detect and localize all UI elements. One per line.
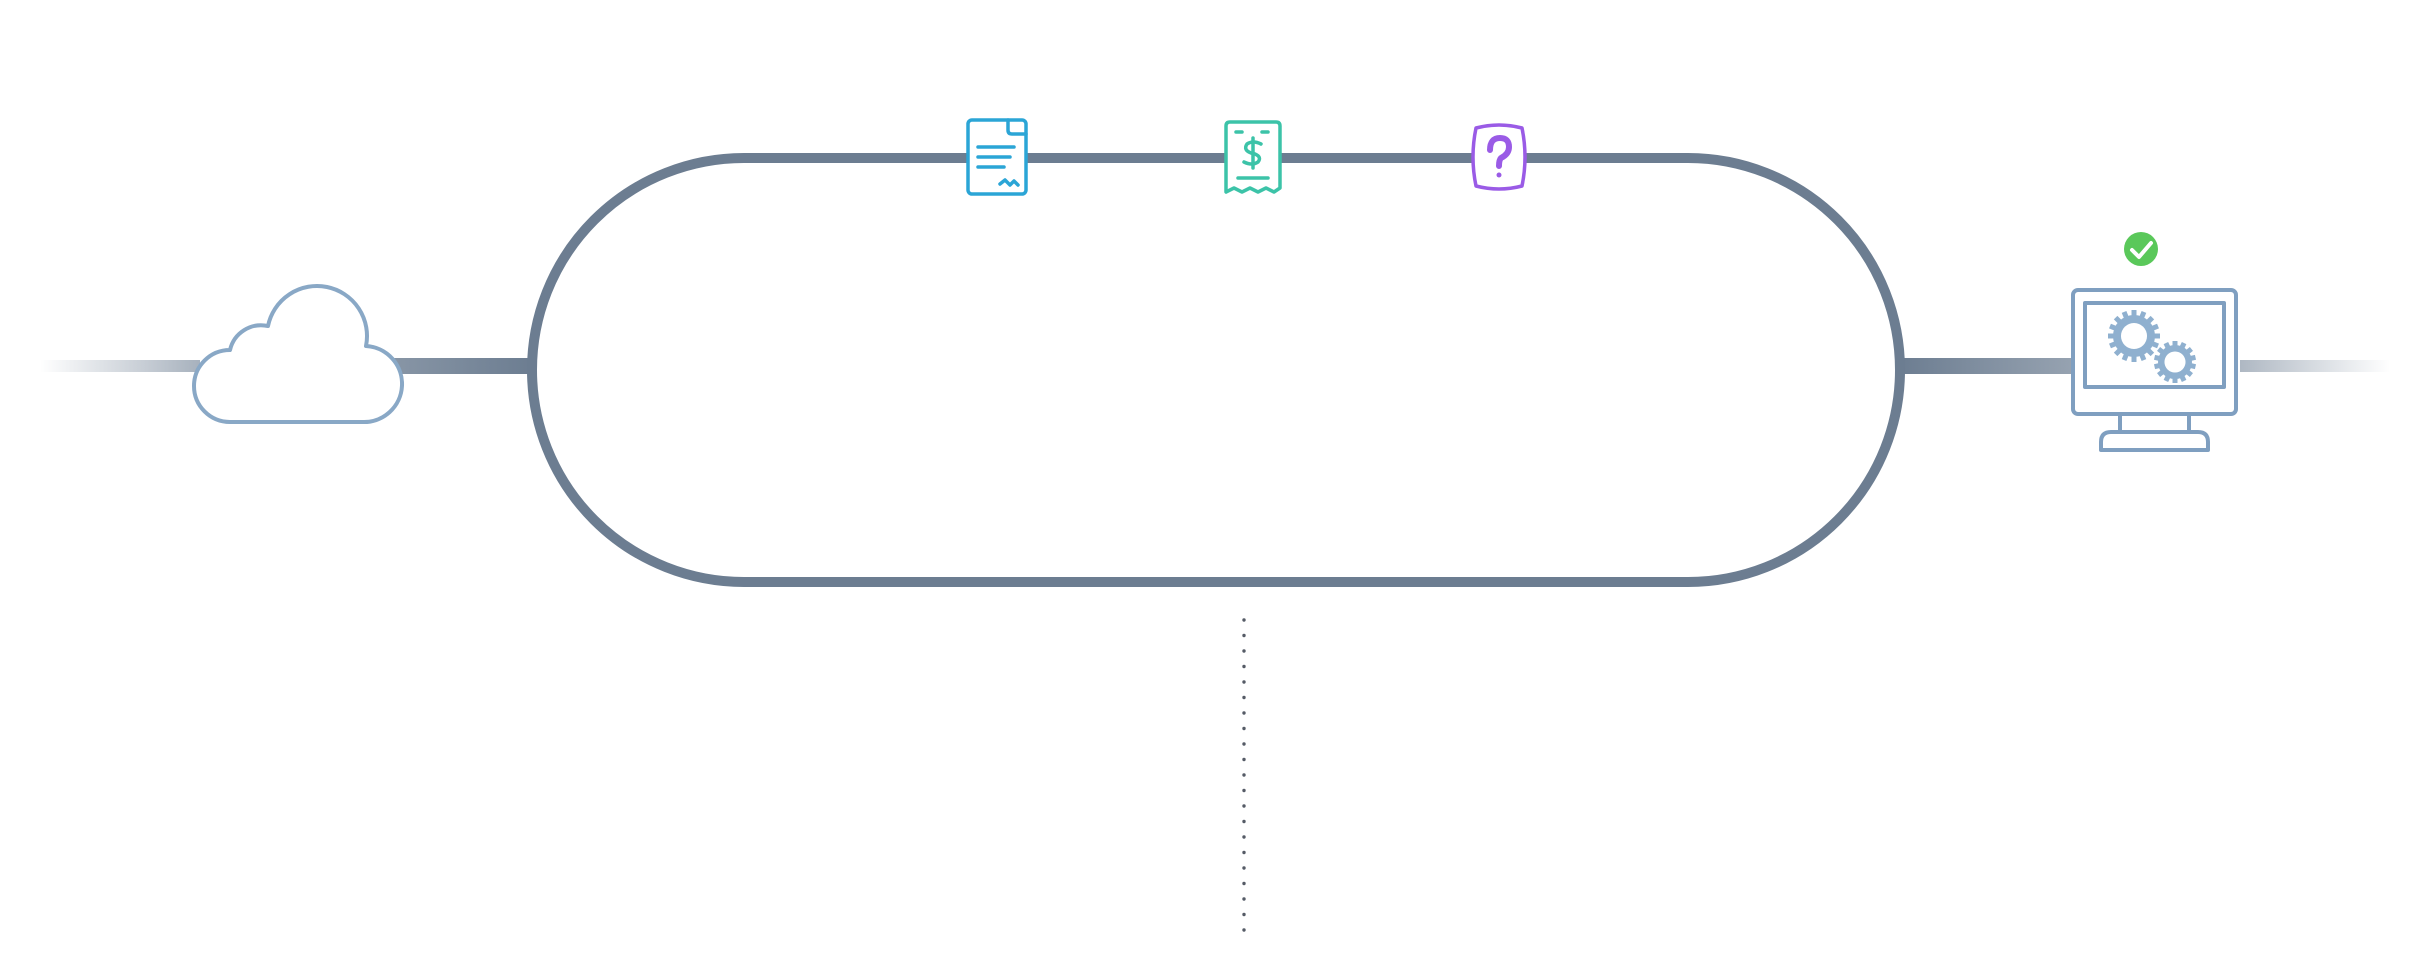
- right-connector: [1898, 358, 2080, 374]
- dot: [1242, 912, 1246, 917]
- dot: [1242, 804, 1246, 808]
- dot: [1242, 695, 1246, 700]
- small-gear-icon: [2153, 341, 2197, 383]
- gear-tooth: [2172, 341, 2178, 347]
- left-connector: [385, 358, 533, 374]
- dot: [1242, 649, 1246, 653]
- gear-hole: [2164, 351, 2186, 373]
- contract-document-icon: [966, 118, 1028, 196]
- dot: [1242, 788, 1246, 793]
- right-fade-line: [2240, 360, 2390, 372]
- left-fade-line: [40, 360, 200, 372]
- dot: [1242, 618, 1246, 622]
- dot: [1242, 850, 1246, 855]
- dotted-connector-line: [1242, 618, 1246, 932]
- gear-tooth: [2131, 310, 2137, 317]
- dollar-receipt-icon: [1224, 120, 1282, 194]
- dot: [1242, 835, 1246, 839]
- process-loop-track: [527, 153, 1905, 587]
- dot: [1242, 633, 1246, 638]
- question-mark-icon: [1471, 123, 1527, 191]
- dot: [1242, 773, 1246, 777]
- dot: [1242, 928, 1246, 932]
- dot: [1242, 680, 1246, 684]
- dot: [1242, 819, 1246, 824]
- checkmark-badge-icon: [2124, 232, 2158, 266]
- gear-tooth: [2131, 355, 2137, 362]
- dot: [1242, 711, 1246, 715]
- dot: [1242, 664, 1246, 669]
- dot: [1242, 757, 1246, 762]
- large-gear-icon: [2108, 310, 2160, 362]
- dot: [1242, 726, 1246, 731]
- gear-hole: [2120, 322, 2148, 350]
- computer-with-gears-icon: [2071, 288, 2238, 452]
- gear-tooth: [2172, 377, 2178, 383]
- dot: [1242, 866, 1246, 870]
- cloud-icon: [192, 284, 404, 425]
- dot: [1242, 742, 1246, 746]
- dot: [1242, 881, 1246, 886]
- dot: [1242, 897, 1246, 901]
